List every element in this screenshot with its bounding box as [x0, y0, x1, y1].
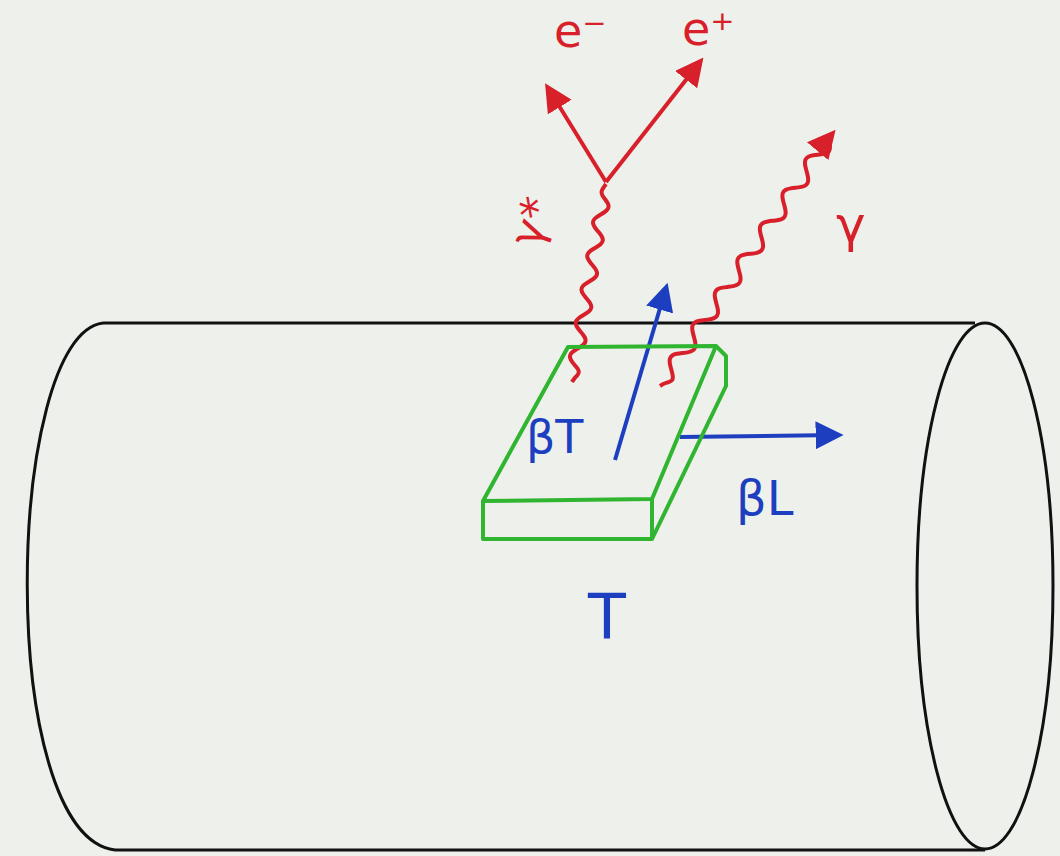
- lepton-pair: [548, 62, 700, 182]
- photon-line: [570, 184, 609, 382]
- fluid-cell: βT: [478, 336, 734, 546]
- cylinder-end: [917, 323, 1053, 849]
- velocity-label: βL: [736, 474, 793, 522]
- electron-track: [548, 88, 606, 182]
- particle-label: e⁻: [554, 8, 607, 54]
- photon-label: γ*: [503, 192, 561, 252]
- slab-front: [483, 499, 652, 539]
- temperature-label: T: [588, 586, 626, 648]
- velocity-arrow: [615, 288, 666, 460]
- photon-label: γ: [836, 200, 866, 250]
- slab-outline: [478, 336, 734, 546]
- cylinder: [27, 323, 1053, 850]
- cylinder-edge: [115, 849, 985, 852]
- cylinder-edge: [103, 322, 975, 325]
- particle-label: e⁺: [682, 6, 735, 52]
- cylinder-end: [27, 323, 115, 850]
- positron-track: [606, 62, 700, 182]
- slab-side: [652, 346, 726, 539]
- velocity-label: βT: [526, 414, 583, 460]
